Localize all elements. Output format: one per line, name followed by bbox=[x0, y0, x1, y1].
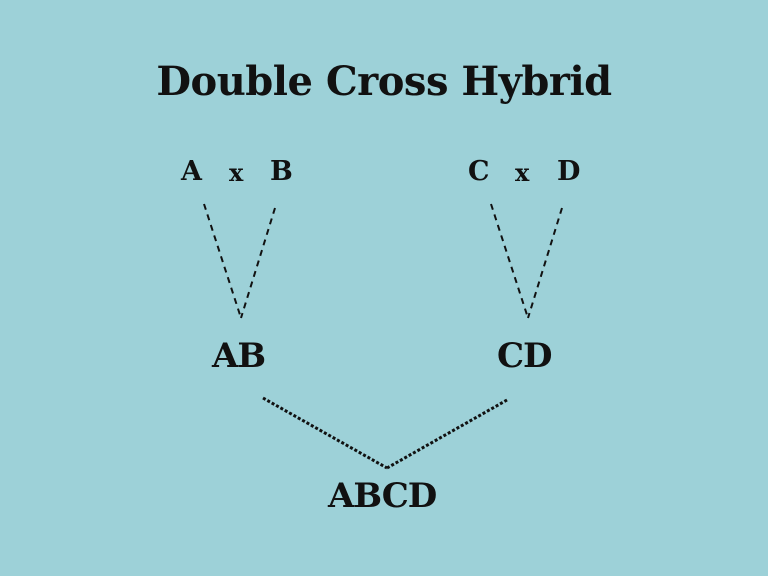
hybrid-abcd: ABCD bbox=[328, 476, 437, 516]
line-c-to-cd bbox=[490, 203, 529, 319]
line-cd-to-abcd bbox=[386, 398, 508, 470]
line-ab-to-abcd bbox=[262, 396, 388, 470]
line-d-to-cd bbox=[527, 207, 563, 319]
line-b-to-ab bbox=[240, 207, 276, 319]
parent-b: B bbox=[270, 156, 293, 187]
hybrid-ab: AB bbox=[212, 336, 266, 376]
cross-symbol-left: x bbox=[229, 158, 244, 187]
cross-symbol-right: x bbox=[515, 158, 530, 187]
diagram-title: Double Cross Hybrid bbox=[156, 58, 612, 105]
parent-a: A bbox=[181, 156, 202, 187]
parent-d: D bbox=[557, 156, 581, 187]
line-a-to-ab bbox=[203, 203, 242, 319]
hybrid-cd: CD bbox=[497, 336, 553, 376]
parent-c: C bbox=[468, 156, 490, 187]
